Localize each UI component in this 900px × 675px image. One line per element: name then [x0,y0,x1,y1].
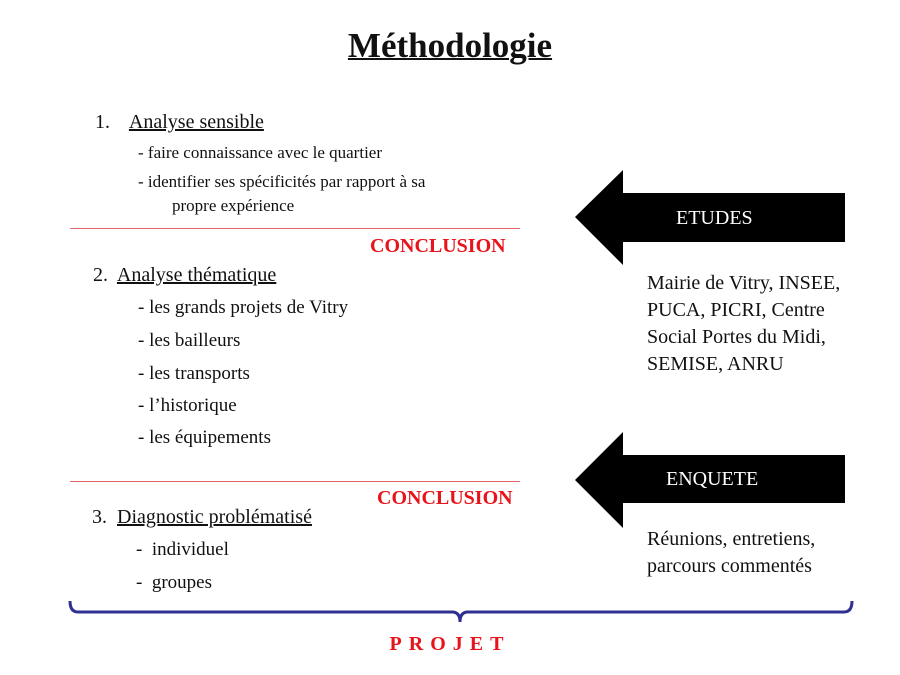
list-item: - l’historique [138,395,237,416]
list-item: - les transports [138,363,250,384]
enquete-description: Réunions, entretiens, parcours commentés [647,528,816,577]
section-number: 3. [92,506,107,528]
etudes-label: ETUDES [676,207,753,229]
etudes-description: Mairie de Vitry, INSEE, PUCA, PICRI, Cen… [647,272,841,375]
list-item: - les équipements [138,427,271,448]
list-item: - identifier ses spécificités par rappor… [138,172,426,191]
section-number: 2. [93,264,108,286]
list-item: - groupes [136,572,212,593]
enquete-label: ENQUETE [666,468,759,490]
conclusion-label: CONCLUSION [377,487,513,509]
section-3-heading: 3. Diagnostic problématisé [92,506,312,529]
arrow-left-icon [575,170,845,265]
list-item: propre expérience [172,196,295,215]
list-item: - les bailleurs [138,330,241,351]
bracket [68,600,854,623]
divider [70,228,520,229]
page-title: Méthodologie [347,26,553,65]
list-item: - individuel [136,539,229,560]
section-heading-text: Analyse sensible [128,111,264,133]
section-heading-text: Analyse thématique [116,264,277,286]
list-item: - faire connaissance avec le quartier [138,143,382,162]
section-1-heading: 1. Analyse sensible [95,111,264,134]
section-number: 1. [95,111,110,133]
conclusion-label: CONCLUSION [370,235,506,257]
section-2-heading: 2. Analyse thématique [93,264,276,287]
list-item: - les grands projets de Vitry [138,297,349,318]
section-heading-text: Diagnostic problématisé [117,506,312,528]
arrow-left-icon [575,432,845,528]
projet-label: PROJET [389,633,511,655]
divider [70,481,520,482]
